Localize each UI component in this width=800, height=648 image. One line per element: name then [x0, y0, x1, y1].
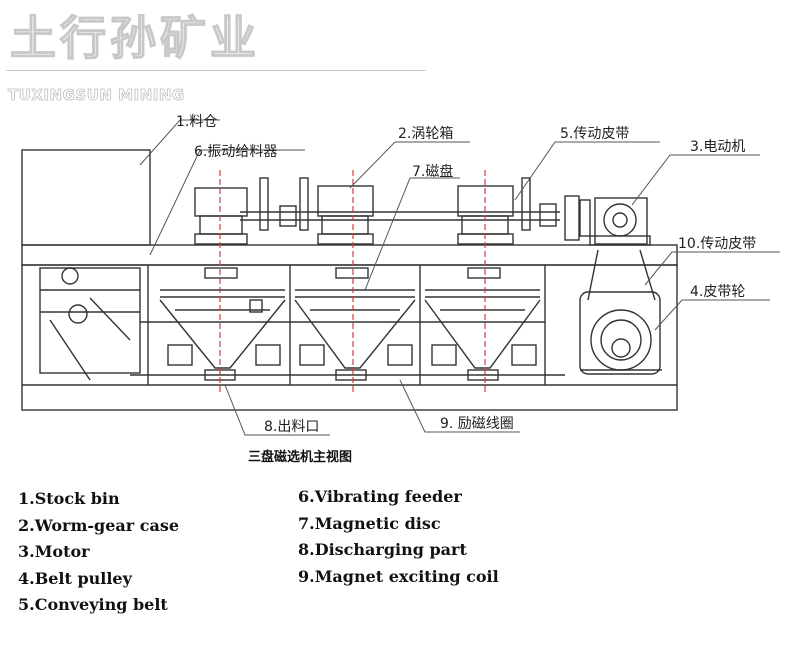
disc-unit-3 — [424, 185, 541, 381]
belt-wheel-2 — [299, 177, 309, 231]
legend-item-magnet-exciting-coil: 9.Magnet exciting coil — [298, 566, 499, 586]
callout-worm-gear-case: 2.涡轮箱 — [398, 126, 453, 142]
top-deck — [21, 244, 678, 266]
vibrating-feeder-box — [39, 267, 141, 374]
callout-stock-bin: 1.料仓 — [176, 114, 217, 130]
belt-pulley — [579, 291, 662, 375]
legend-item-conveying-belt: 5.Conveying belt — [18, 595, 168, 614]
belt-wheel-1 — [259, 177, 269, 231]
legend-item-vibrating-feeder: 6.Vibrating feeder — [298, 487, 462, 506]
callout-magnetic-disc: 7.磁盘 — [412, 163, 453, 180]
feeder-roller-bottom — [68, 304, 88, 324]
legend-item-discharging-part: 8.Discharging part — [298, 540, 467, 559]
legend-item-worm-gear-case: 2.Worm-gear case — [18, 515, 180, 535]
callout-transmission-belt-5: 5.传动皮带 — [560, 126, 629, 142]
feeder-roller-top — [61, 267, 79, 285]
diagram-caption: 三盘磁选机主视图 — [248, 449, 352, 465]
disc-unit-1 — [159, 187, 286, 381]
callout-transmission-belt-10: 10.传动皮带 — [678, 236, 756, 252]
legend-item-motor: 3.Motor — [18, 542, 90, 561]
stock-bin — [21, 149, 151, 246]
legend-left: 1.Stock bin 2.Worm-gear case 3.Motor 4.B… — [18, 486, 179, 619]
motor — [589, 197, 651, 246]
brand-divider — [6, 70, 426, 71]
center-lines — [219, 170, 486, 395]
legend-right: 6.Vibrating feeder 7.Magnetic disc 8.Dis… — [298, 484, 499, 590]
legend-item-stock-bin: 1.Stock bin — [18, 489, 120, 508]
callout-belt-pulley: 4.皮带轮 — [690, 284, 745, 300]
disc-unit-2 — [294, 185, 416, 381]
brand-name-en: TUXINGSUN MINING — [8, 86, 185, 105]
brand-name-cn: 土行孙矿业 — [9, 10, 260, 65]
callout-motor: 3.电动机 — [690, 139, 745, 155]
machine-drawing — [21, 119, 780, 436]
legend-item-magnetic-disc: 7.Magnetic disc — [298, 513, 441, 533]
brand-watermark: 土行孙矿业 TUXINGSUN MINING — [6, 0, 426, 110]
callout-vibrating-feeder: 6.振动给料器 — [194, 144, 277, 160]
callout-exciting-coil: 9. 励磁线圈 — [440, 416, 514, 432]
belt-wheel-3 — [521, 177, 531, 231]
legend-item-belt-pulley: 4.Belt pulley — [18, 568, 132, 588]
magnetic-separator-diagram: 1.料仓 6.振动给料器 2.涡轮箱 7.磁盘 5.传动皮带 3.电动机 10.… — [21, 114, 780, 465]
callout-discharge-port: 8.出料口 — [264, 419, 319, 435]
machine-frame — [21, 264, 678, 411]
